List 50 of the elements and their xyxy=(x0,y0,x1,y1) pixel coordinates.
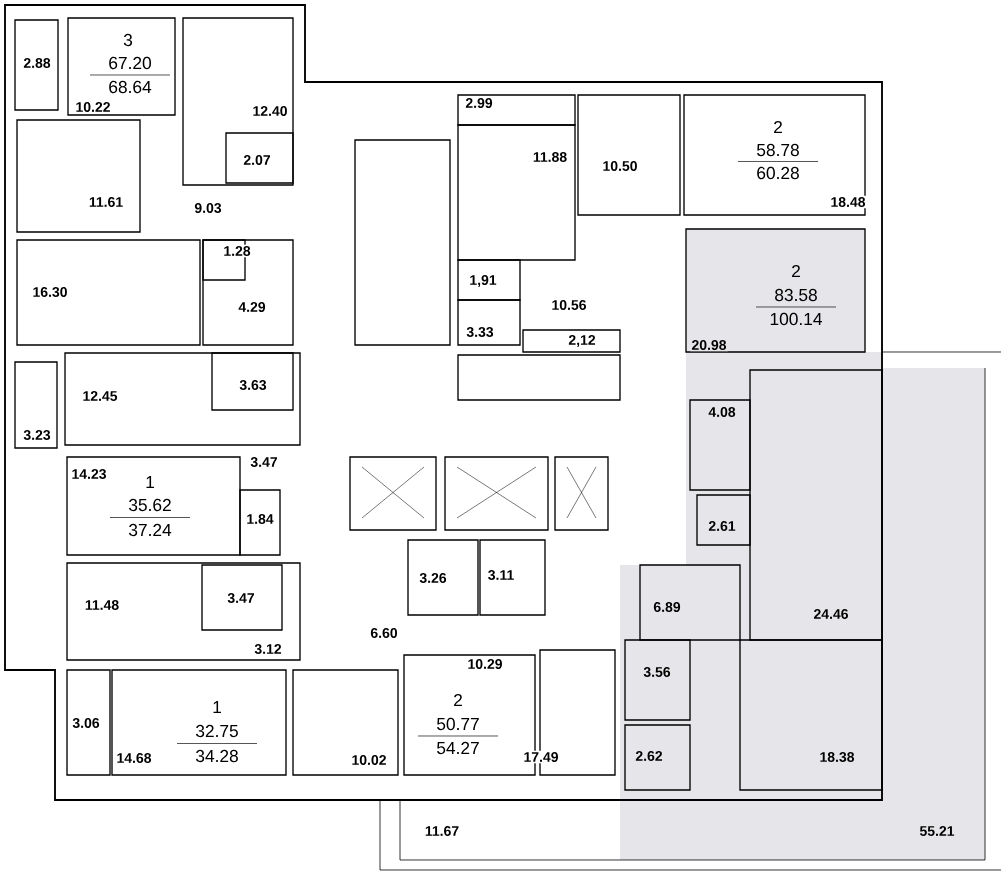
room-count: 2 xyxy=(451,692,465,708)
area-label: 10.02 xyxy=(350,753,388,767)
apartment-area: 37.24 xyxy=(127,522,173,538)
room-count: 1 xyxy=(143,474,157,490)
apartment-area: 60.28 xyxy=(755,165,801,181)
area-label: 18.48 xyxy=(829,195,867,209)
area-label: 10.56 xyxy=(550,298,588,312)
apartment-area: 35.62 xyxy=(127,497,173,513)
area-label: 16.30 xyxy=(31,285,69,299)
area-label: 1,91 xyxy=(468,273,498,289)
apartment-area: 58.78 xyxy=(755,142,801,158)
area-label: 3.23 xyxy=(22,428,52,442)
area-label: 3.11 xyxy=(486,568,516,582)
area-label: 12.45 xyxy=(81,389,119,403)
apartment-area: 68.64 xyxy=(107,79,154,95)
area-label: 10.50 xyxy=(601,159,639,173)
area-label: 2,12 xyxy=(567,333,597,349)
area-label: 10.22 xyxy=(74,100,112,114)
area-label: 9.03 xyxy=(193,201,223,215)
area-label: 3.06 xyxy=(71,716,101,730)
apartment-area: 34.28 xyxy=(194,748,240,764)
area-label: 1.84 xyxy=(245,512,275,526)
apartment-area: 67.20 xyxy=(107,55,154,71)
area-label: 10.29 xyxy=(466,657,504,671)
area-label: 1.28 xyxy=(222,244,252,258)
area-label: 11.67 xyxy=(423,824,461,838)
room-count: 3 xyxy=(121,32,135,48)
room-count: 1 xyxy=(210,699,224,715)
area-label: 2.99 xyxy=(464,96,494,110)
area-label: 11.61 xyxy=(87,195,125,209)
apartment-area: 32.75 xyxy=(194,723,240,739)
apartment-area: 54.27 xyxy=(435,740,481,756)
area-label: 12.40 xyxy=(251,104,289,118)
apartment-area: 50.77 xyxy=(435,716,481,732)
area-label: 2.07 xyxy=(242,153,272,167)
area-label: 4.29 xyxy=(237,300,267,314)
area-label: 6.60 xyxy=(369,626,399,640)
area-label: 14.68 xyxy=(115,751,153,765)
room-count: 2 xyxy=(771,119,785,135)
area-label: 3.26 xyxy=(418,571,448,585)
area-label: 11.88 xyxy=(531,150,569,164)
area-label: 3.12 xyxy=(253,642,283,656)
area-label: 3.63 xyxy=(238,378,268,392)
area-label: 3.33 xyxy=(465,325,495,339)
area-label: 11.48 xyxy=(83,598,121,612)
area-label: 3.47 xyxy=(249,455,279,469)
area-label: 2.88 xyxy=(22,56,52,70)
area-label: 3.47 xyxy=(226,591,256,605)
area-label: 17.49 xyxy=(522,750,560,764)
area-label: 14.23 xyxy=(70,467,108,481)
